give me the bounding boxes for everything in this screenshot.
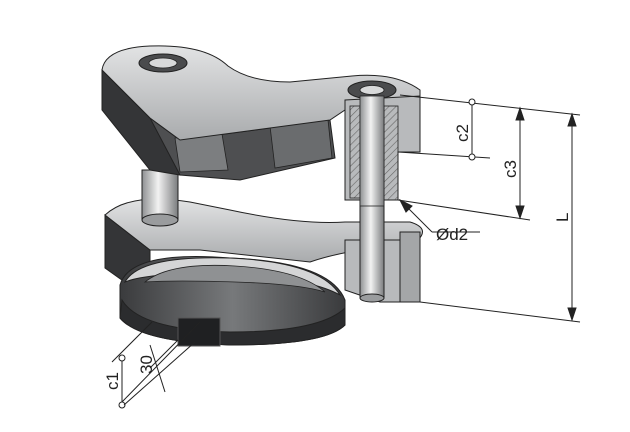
- pin-in-bushing: [359, 95, 385, 207]
- bushing-hatch-right: [383, 105, 399, 201]
- label-c3: c3: [501, 160, 520, 178]
- label-c2: c2: [453, 124, 472, 142]
- ring-slot: [177, 317, 221, 347]
- left-guide-pin: [141, 169, 179, 221]
- label-c1: c1: [103, 372, 122, 390]
- label-d2: Ød2: [436, 225, 468, 244]
- thirty-dimension-line: [149, 344, 166, 393]
- upper-die: [101, 45, 421, 207]
- label-L: L: [553, 213, 572, 222]
- upper-right-bore-inner: [359, 85, 385, 95]
- upper-plate-top: [101, 45, 421, 141]
- label-30: 30: [137, 355, 156, 374]
- right-pin-bottom: [359, 293, 385, 303]
- dimensions: [111, 94, 581, 409]
- upper-left-bore-inner: [148, 57, 178, 69]
- bushing-hatch-left: [349, 105, 361, 199]
- lower-die: [104, 198, 423, 347]
- left-pin-bottom: [141, 213, 179, 227]
- lower-bushing: [399, 231, 421, 303]
- lower-ring-inner: [143, 264, 326, 293]
